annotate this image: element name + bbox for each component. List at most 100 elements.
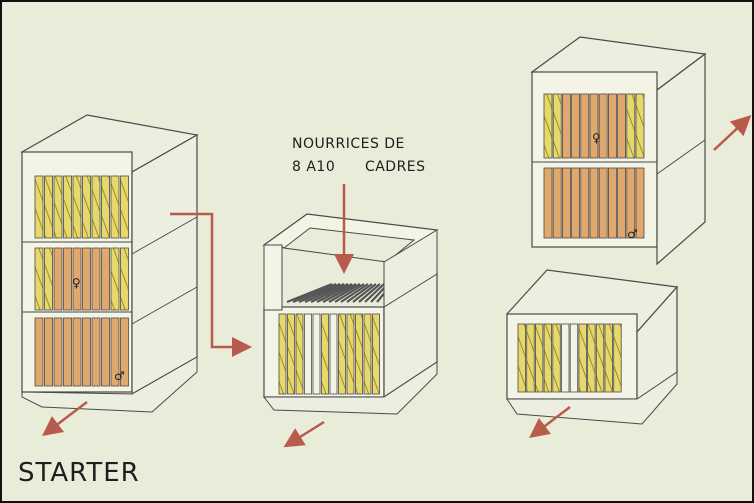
- honey-frame: [535, 323, 544, 393]
- nursery-frames: [278, 313, 380, 395]
- honey-frame: [517, 323, 526, 393]
- brood-frame: [543, 167, 553, 239]
- right-bottom-box: [505, 269, 679, 425]
- honey-frame: [295, 313, 304, 395]
- brood-frame: [598, 93, 608, 159]
- left-hive-brood-frames: [34, 247, 129, 311]
- frame-top-bar: [340, 283, 369, 303]
- honey-frame: [363, 313, 372, 395]
- honey-frame: [34, 247, 44, 311]
- frame-top-bar: [358, 283, 381, 303]
- honey-frame: [372, 313, 380, 395]
- brood-frame: [82, 317, 91, 387]
- brood-frame: [626, 167, 636, 239]
- honey-frame: [82, 175, 91, 239]
- figure-title: STARTER: [18, 458, 140, 488]
- honey-frame: [355, 313, 363, 395]
- removal-arrow-right: [529, 406, 571, 439]
- honey-frame: [604, 323, 613, 393]
- brood-frame: [608, 167, 617, 239]
- brood-frame: [44, 317, 53, 387]
- frame-top-bar: [346, 283, 373, 303]
- empty-frame: [312, 313, 321, 395]
- brood-frame: [91, 247, 101, 311]
- honey-frame: [595, 323, 605, 393]
- honey-frame: [552, 93, 562, 159]
- frame-top-bar: [352, 283, 377, 303]
- brood-frame: [589, 93, 599, 159]
- brood-frame: [91, 317, 101, 387]
- honey-frame: [338, 313, 346, 395]
- nursery-caption: NOURRICES DE 8 A10 CADRES: [292, 133, 426, 179]
- empty-frame: [569, 323, 579, 393]
- honey-frame: [63, 175, 72, 239]
- frame-top-bars: [286, 282, 393, 304]
- brood-frame: [53, 317, 63, 387]
- frame-top-bar: [304, 283, 345, 303]
- empty-frame: [561, 323, 570, 393]
- honey-frame: [278, 313, 287, 395]
- honey-frame: [120, 247, 129, 311]
- left-hive: ♀ ♂: [20, 114, 199, 413]
- caption-line-2: 8 A10 CADRES: [292, 159, 426, 175]
- brood-frame: [101, 317, 110, 387]
- brood-frame: [617, 167, 626, 239]
- brood-frame: [53, 247, 63, 311]
- brood-frame: [562, 167, 571, 239]
- empty-frame: [304, 313, 312, 395]
- removal-arrow-center: [283, 420, 325, 448]
- brood-frame: [562, 93, 571, 159]
- honey-frame: [120, 175, 129, 239]
- brood-frame: [580, 167, 590, 239]
- frame-top-bar: [310, 283, 349, 303]
- male-symbol-left: ♂: [114, 369, 125, 383]
- honey-frame: [44, 247, 53, 311]
- right-top-hive: ♀ ♂: [530, 36, 707, 266]
- brood-frame: [589, 167, 599, 239]
- left-hive-honey-frames: [34, 175, 129, 239]
- honey-frame: [321, 313, 329, 395]
- honey-frame: [526, 323, 535, 393]
- brood-frame: [63, 317, 72, 387]
- caption-line-1: NOURRICES DE: [292, 136, 405, 152]
- brood-frame: [82, 247, 91, 311]
- honey-frame: [626, 93, 636, 159]
- empty-frame: [329, 313, 338, 395]
- frame-top-bar: [322, 283, 357, 303]
- honey-frame: [34, 175, 44, 239]
- frame-top-bar: [328, 283, 361, 303]
- brood-frame: [34, 317, 44, 387]
- brood-frame: [101, 247, 110, 311]
- brood-frame: [608, 93, 617, 159]
- brood-frame: [72, 247, 82, 311]
- male-symbol-right: ♂: [627, 227, 638, 241]
- right-hive-upper-frames: [543, 93, 645, 159]
- brood-frame: [571, 167, 580, 239]
- frame-top-bar: [316, 283, 353, 303]
- honey-frame: [110, 247, 120, 311]
- honey-frame: [543, 323, 552, 393]
- brood-frame: [63, 247, 72, 311]
- honey-frame: [72, 175, 82, 239]
- brood-frame: [580, 93, 590, 159]
- center-nursery-box: [262, 213, 439, 415]
- brood-frame: [617, 93, 626, 159]
- transfer-arrow-left: [170, 212, 252, 357]
- frame-top-bar: [286, 282, 333, 304]
- honey-frame: [53, 175, 63, 239]
- frame-top-bar: [292, 282, 337, 304]
- brood-frame: [552, 167, 562, 239]
- honey-frame: [578, 323, 587, 393]
- honey-frame: [635, 93, 645, 159]
- exit-arrow-right: [713, 115, 752, 151]
- frame-top-bar: [364, 283, 385, 303]
- honey-frame: [543, 93, 553, 159]
- honey-frame: [587, 323, 596, 393]
- brood-frame: [598, 167, 608, 239]
- frame-top-bar: [334, 283, 365, 303]
- honey-frame: [346, 313, 355, 395]
- honey-frame: [613, 323, 622, 393]
- honey-frame: [101, 175, 110, 239]
